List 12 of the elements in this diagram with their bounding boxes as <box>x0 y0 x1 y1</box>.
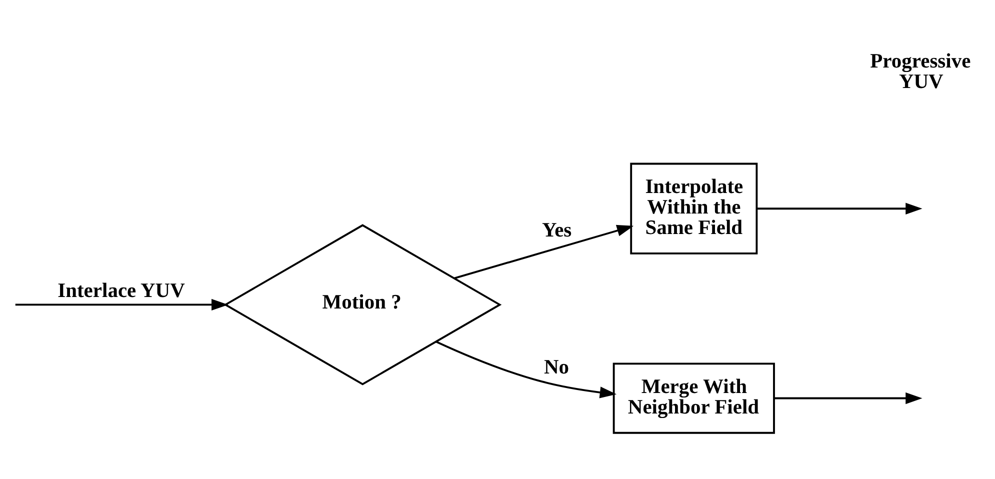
edge-label: Yes <box>542 219 572 242</box>
arrow <box>454 224 634 279</box>
edge-label: No <box>543 356 569 378</box>
arrow <box>14 298 228 310</box>
node-diamond: Motion ? <box>223 224 502 385</box>
label: Progressive YUV <box>870 50 970 92</box>
node-box: Interpolate Within the Same Field <box>630 162 758 254</box>
arrow <box>774 392 922 404</box>
node-box: Merge With Neighbor Field <box>612 362 774 434</box>
edge-label: Interlace YUV <box>57 279 184 302</box>
arrow <box>435 340 616 398</box>
arrow <box>756 202 922 214</box>
